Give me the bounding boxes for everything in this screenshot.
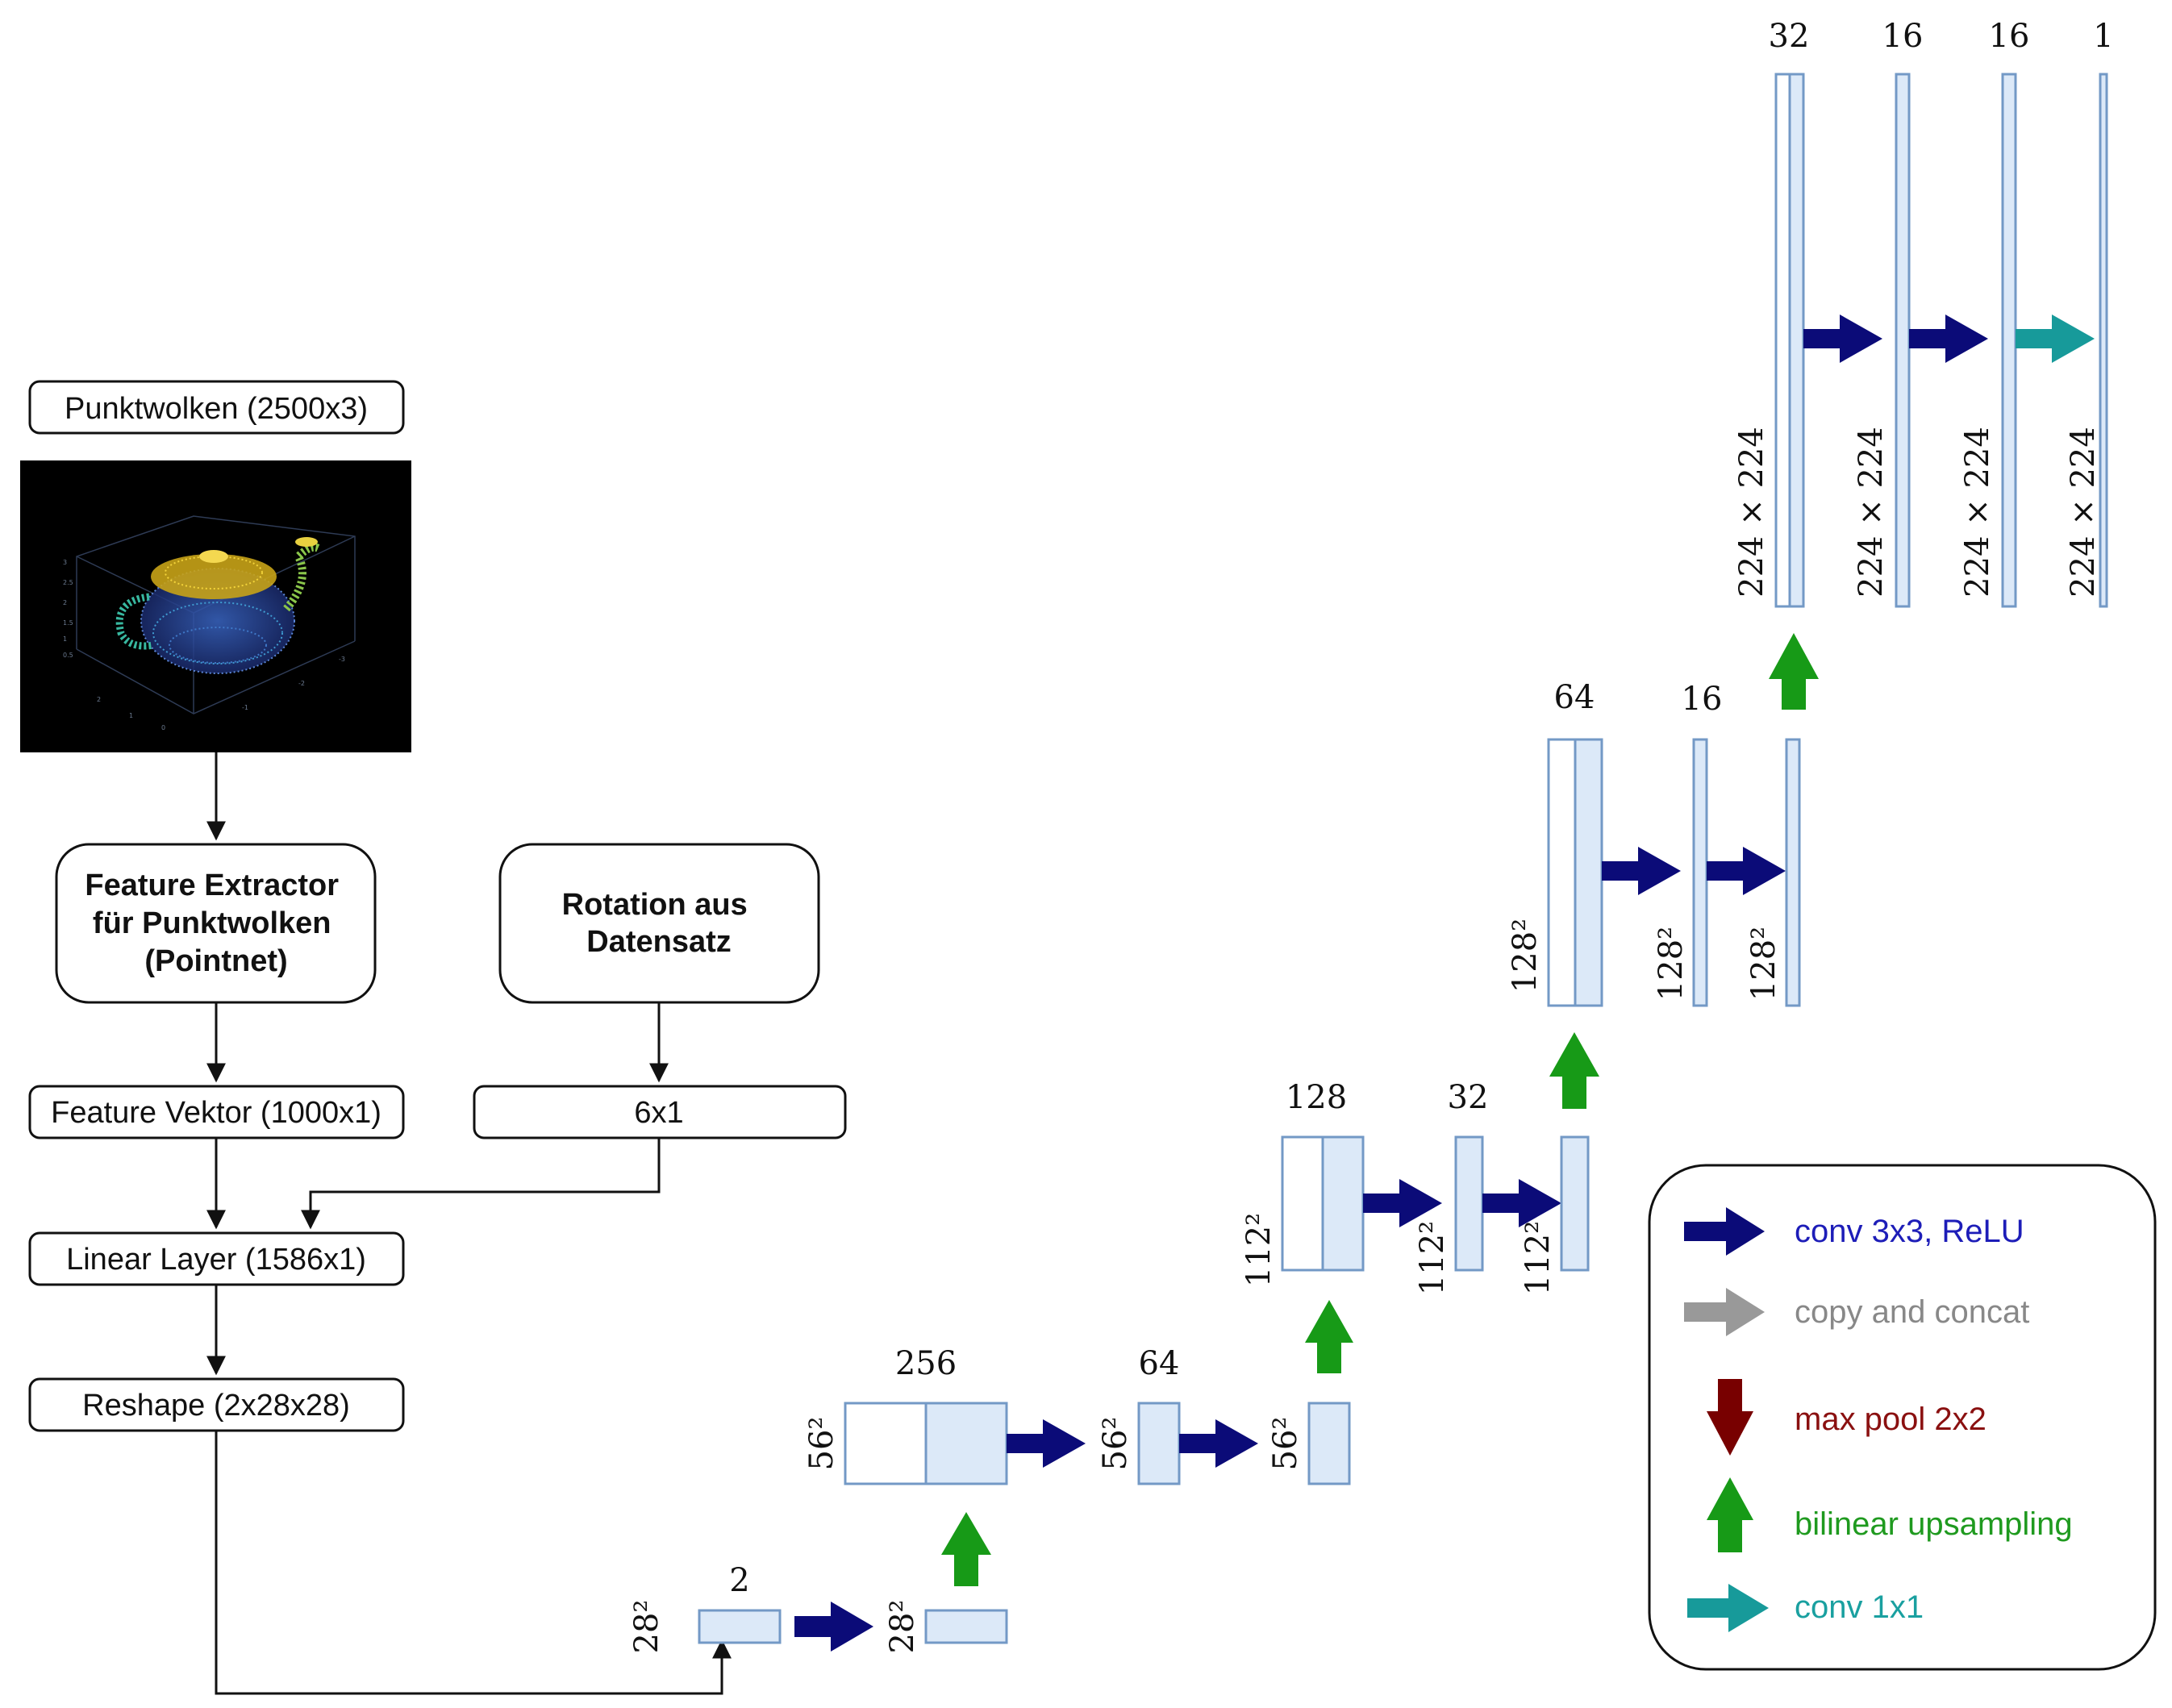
channel-label: 16 bbox=[1882, 18, 1924, 55]
unet-decoder: 2 28² 28² 256 56² 64 56² 56² 128 112² 32… bbox=[628, 18, 2114, 1653]
feature-map-copied bbox=[1547, 738, 1577, 1007]
channel-label: 16 bbox=[1989, 18, 2030, 55]
channel-label: 2 bbox=[729, 1562, 749, 1599]
legend-frame bbox=[1648, 1164, 2157, 1671]
svg-text:2.5: 2.5 bbox=[63, 579, 73, 586]
channel-label: 16 bbox=[1682, 681, 1723, 718]
point-cloud-image: 3 2.5 2 1.5 1 0.5 2 1 0 -1 -2 -3 bbox=[20, 460, 411, 752]
upsample-arrow bbox=[1305, 1300, 1353, 1373]
feature-map bbox=[924, 1609, 1008, 1644]
upsample-arrow bbox=[1549, 1032, 1599, 1109]
feature-map bbox=[1785, 738, 1801, 1007]
rotation-box bbox=[498, 843, 820, 1004]
svg-text:1: 1 bbox=[129, 712, 133, 719]
input-label-box bbox=[28, 380, 405, 435]
legend-label-conv: conv 3x3, ReLU bbox=[1795, 1214, 2024, 1249]
svg-text:1.5: 1.5 bbox=[63, 619, 73, 627]
channel-label: 32 bbox=[1769, 18, 1810, 55]
size-label: 128² bbox=[1653, 927, 1690, 1001]
reshape-label: Reshape (2x28x28) bbox=[82, 1389, 350, 1423]
legend-label-upsample: bilinear upsampling bbox=[1795, 1506, 2073, 1542]
svg-text:0: 0 bbox=[161, 724, 165, 731]
channel-label: 128 bbox=[1286, 1079, 1347, 1116]
feature-map bbox=[1895, 73, 1911, 608]
conv1x1-arrow bbox=[2016, 315, 2095, 363]
conv-arrow bbox=[1482, 1179, 1561, 1227]
feature-map bbox=[1560, 1135, 1590, 1272]
feature-map bbox=[1307, 1402, 1351, 1485]
feature-map bbox=[698, 1609, 782, 1644]
conv-arrow bbox=[1007, 1419, 1086, 1468]
channel-label: 256 bbox=[895, 1345, 957, 1382]
size-label: 56² bbox=[803, 1417, 840, 1471]
size-label: 112² bbox=[1240, 1213, 1278, 1287]
size-label: 224 × 224 bbox=[2065, 427, 2102, 598]
legend-label-maxpool: max pool 2x2 bbox=[1795, 1402, 1986, 1437]
size-label: 56² bbox=[1097, 1417, 1134, 1471]
upsample-arrow bbox=[1769, 633, 1819, 710]
feature-map-copied bbox=[1281, 1135, 1324, 1272]
feature-map bbox=[1574, 738, 1603, 1007]
feature-map bbox=[924, 1402, 1008, 1485]
size-label: 128² bbox=[1745, 927, 1782, 1001]
conv-arrow bbox=[1707, 847, 1786, 895]
channel-label: 1 bbox=[2093, 18, 2113, 55]
size-label: 112² bbox=[1520, 1221, 1557, 1295]
upsample-arrow bbox=[941, 1512, 991, 1586]
channel-label: 64 bbox=[1139, 1345, 1180, 1382]
arrow-right-icon bbox=[1684, 1207, 1765, 1256]
svg-text:-2: -2 bbox=[298, 680, 305, 687]
size-label: 224 × 224 bbox=[1853, 427, 1890, 598]
svg-text:3: 3 bbox=[63, 559, 67, 566]
svg-text:-3: -3 bbox=[339, 656, 345, 663]
feature-map-copied bbox=[1774, 73, 1791, 608]
size-label: 128² bbox=[1507, 919, 1544, 993]
legend-label-copy: copy and concat bbox=[1795, 1294, 2029, 1330]
feature-map bbox=[1321, 1135, 1365, 1272]
svg-text:0.5: 0.5 bbox=[63, 652, 73, 659]
legend: conv 3x3, ReLU copy and concat max pool … bbox=[1648, 1164, 2157, 1671]
svg-text:2: 2 bbox=[97, 696, 101, 703]
feature-map bbox=[1137, 1402, 1181, 1485]
arrow-right-icon bbox=[1684, 1288, 1765, 1336]
feature-map bbox=[2001, 73, 2017, 608]
svg-text:2: 2 bbox=[63, 599, 67, 606]
size-label: 28² bbox=[628, 1600, 665, 1654]
conv-arrow bbox=[794, 1602, 873, 1652]
feature-map-copied bbox=[844, 1402, 928, 1485]
conv-arrow bbox=[1909, 315, 1988, 363]
channel-label: 64 bbox=[1554, 679, 1595, 716]
rotation-vector-label: 6x1 bbox=[634, 1096, 683, 1130]
conv-arrow bbox=[1602, 847, 1681, 895]
arrow-down-icon bbox=[1707, 1379, 1753, 1456]
pipeline: Punktwolken (2500x3) 3 2.5 2 1.5 1 0.5 2 1 0 -… bbox=[20, 380, 847, 1695]
feature-vector-label: Feature Vektor (1000x1) bbox=[51, 1096, 381, 1130]
feature-map bbox=[1454, 1135, 1484, 1272]
feature-map bbox=[1788, 73, 1805, 608]
feature-map bbox=[1692, 738, 1708, 1007]
input-label: Punktwolken (2500x3) bbox=[65, 392, 368, 426]
feature-extractor-label: Feature Extractor für Punktwolken (Point… bbox=[85, 869, 347, 978]
linear-layer-label: Linear Layer (1586x1) bbox=[66, 1243, 366, 1277]
size-label: 28² bbox=[884, 1600, 921, 1654]
legend-label-conv1x1: conv 1x1 bbox=[1795, 1589, 1924, 1625]
arrow-right-icon bbox=[1687, 1584, 1769, 1632]
arrow-up-icon bbox=[1707, 1477, 1753, 1552]
size-label: 112² bbox=[1414, 1221, 1451, 1295]
feature-map-output bbox=[2099, 73, 2108, 608]
conv-arrow bbox=[1803, 315, 1882, 363]
size-label: 224 × 224 bbox=[1959, 427, 1996, 598]
svg-text:1: 1 bbox=[63, 635, 67, 643]
conv-arrow bbox=[1363, 1179, 1442, 1227]
size-label: 224 × 224 bbox=[1733, 427, 1770, 598]
svg-text:-1: -1 bbox=[242, 704, 248, 711]
conv-arrow bbox=[1179, 1419, 1258, 1468]
rotation-label: Rotation aus Datensatz bbox=[562, 888, 757, 959]
size-label: 56² bbox=[1267, 1417, 1304, 1471]
channel-label: 32 bbox=[1448, 1079, 1489, 1116]
